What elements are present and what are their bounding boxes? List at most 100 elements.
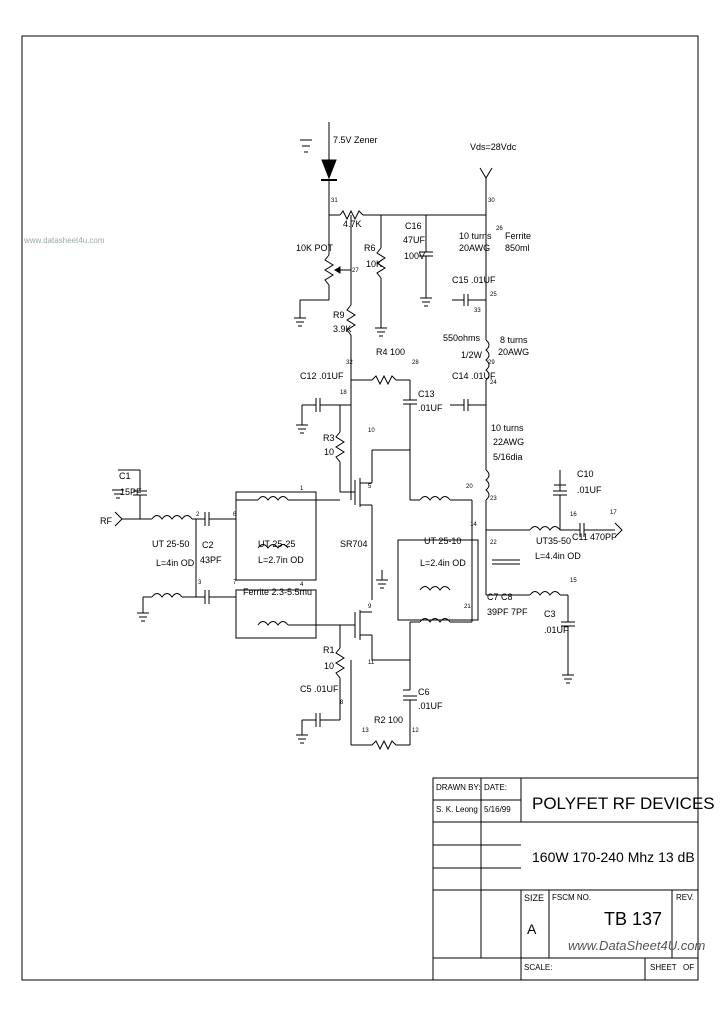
label-c16-val: 47UF bbox=[403, 235, 426, 245]
label-c1-val: 15PF bbox=[120, 487, 142, 497]
node-label: 29 bbox=[488, 360, 495, 366]
node-label: 9 bbox=[368, 604, 372, 610]
label-c7c8: C7 C8 bbox=[487, 592, 513, 602]
node-label: 7 bbox=[233, 580, 237, 586]
label-ut1: UT 25-50 bbox=[152, 539, 190, 549]
node-label: 8 bbox=[340, 700, 344, 706]
label-c11: C11 bbox=[572, 532, 588, 542]
node-label: 24 bbox=[490, 380, 497, 386]
watermark-bottom: www.DataSheet4U.com bbox=[568, 938, 706, 953]
label-ut4: UT35-50 bbox=[536, 536, 572, 546]
node-label: 23 bbox=[490, 496, 497, 502]
node-label: 26 bbox=[496, 226, 503, 232]
label-sr: SR704 bbox=[340, 539, 368, 549]
label-c10-val: .01UF bbox=[577, 485, 602, 495]
label-zener: 7.5V Zener bbox=[333, 135, 378, 145]
node-label: 33 bbox=[474, 308, 481, 314]
label-c10: C10 bbox=[577, 469, 594, 479]
label-c2: C2 bbox=[202, 540, 214, 550]
node-label: 16 bbox=[570, 512, 577, 518]
size-value: A bbox=[527, 921, 537, 937]
label-ferrite-v: 850ml bbox=[505, 243, 530, 253]
label-turns1: 10 turns bbox=[459, 231, 492, 241]
label-c6: C6 bbox=[418, 687, 430, 697]
node-label: 28 bbox=[412, 360, 419, 366]
label-ut3: UT 25-10 bbox=[424, 536, 462, 546]
label-r4: R4 100 bbox=[376, 347, 406, 357]
label-c11-val: 470PF bbox=[590, 532, 617, 542]
node-label: 2 bbox=[196, 512, 200, 518]
label-r2: R2 100 bbox=[374, 715, 404, 725]
node-label: 6 bbox=[233, 512, 237, 518]
scale-label: SCALE: bbox=[524, 963, 553, 972]
drawn-by-label: DRAWN BY: bbox=[436, 783, 481, 792]
label-c1: C1 bbox=[119, 471, 131, 481]
title-block-frame bbox=[432, 777, 699, 981]
label-c13: C13 bbox=[418, 389, 435, 399]
rev-label: REV. bbox=[676, 893, 694, 902]
label-turns3: 10 turns bbox=[491, 423, 524, 433]
label-turns3b: 22AWG bbox=[493, 437, 525, 447]
label-c2-val: 43PF bbox=[200, 555, 222, 565]
drawn-by-value: S. K. Leong bbox=[436, 805, 478, 814]
label-ferrite: Ferrite bbox=[505, 231, 532, 241]
label-r6: R6 bbox=[364, 243, 376, 253]
node-label: 14 bbox=[470, 522, 477, 528]
sheet-label: SHEET bbox=[650, 963, 677, 972]
fscm-label: FSCM NO. bbox=[552, 893, 592, 902]
label-c3: C3 bbox=[544, 609, 556, 619]
size-label: SIZE bbox=[524, 893, 545, 903]
label-c6-val: .01UF bbox=[418, 701, 443, 711]
node-label: 20 bbox=[466, 484, 473, 490]
label-c16-v: 100V bbox=[404, 251, 426, 261]
label-c16: C16 bbox=[405, 221, 422, 231]
node-label: 18 bbox=[340, 390, 347, 396]
node-label: 4 bbox=[300, 582, 304, 588]
label-r9: R9 bbox=[333, 310, 345, 320]
node-label: 21 bbox=[464, 604, 471, 610]
node-label: 12 bbox=[412, 728, 419, 734]
label-vds: Vds=28Vdc bbox=[470, 142, 517, 152]
label-turns2: 8 turns bbox=[500, 335, 528, 345]
label-ohm-w: 1/2W bbox=[461, 350, 483, 360]
sheet-border bbox=[21, 35, 699, 981]
of-label: OF bbox=[683, 963, 695, 972]
label-c13-val: .01UF bbox=[418, 403, 443, 413]
node-label: 3 bbox=[198, 580, 202, 586]
label-r3-val: 10 bbox=[324, 447, 335, 457]
company-name: POLYFET RF DEVICES bbox=[532, 794, 715, 813]
label-pot: 10K POT bbox=[296, 243, 334, 253]
node-label: 22 bbox=[490, 540, 497, 546]
node-label: 10 bbox=[368, 428, 375, 434]
label-ferrite2: Ferrite 2.3-5.5mu bbox=[243, 587, 313, 597]
node-label: 5 bbox=[368, 484, 372, 490]
label-ut2-l: L=2.7in OD bbox=[258, 555, 304, 565]
node-label: 13 bbox=[362, 728, 369, 734]
label-turns2b: 20AWG bbox=[498, 347, 530, 357]
description: 160W 170-240 Mhz 13 dB bbox=[532, 849, 695, 865]
label-c12: C12 .01UF bbox=[300, 371, 344, 381]
label-ut3-l: L=2.4in OD bbox=[420, 558, 466, 568]
label-r-47k: 4.7K bbox=[343, 219, 362, 229]
node-label: 25 bbox=[490, 292, 497, 298]
label-c14: C14 .01UF bbox=[452, 371, 496, 381]
label-r1: R1 bbox=[323, 645, 335, 655]
label-c7c8-val: 39PF 7PF bbox=[487, 607, 528, 617]
label-r1-val: 10 bbox=[324, 661, 335, 671]
label-r9-val: 3.9K bbox=[333, 324, 352, 334]
label-r3: R3 bbox=[323, 433, 335, 443]
node-label: 17 bbox=[610, 510, 617, 516]
node-label: 32 bbox=[346, 360, 353, 366]
label-turns3c: 5/16dia bbox=[493, 452, 523, 462]
label-r6-val: 10K bbox=[366, 259, 383, 269]
watermark-left: www.datasheet4u.com bbox=[24, 236, 105, 245]
drawing-number: TB 137 bbox=[604, 909, 663, 929]
node-label: 15 bbox=[570, 578, 577, 584]
node-label: 30 bbox=[488, 198, 495, 204]
date-label: DATE: bbox=[484, 783, 507, 792]
label-c5: C5 .01UF bbox=[300, 684, 339, 694]
node-label: 27 bbox=[352, 268, 359, 274]
label-turns1b: 20AWG bbox=[459, 243, 491, 253]
